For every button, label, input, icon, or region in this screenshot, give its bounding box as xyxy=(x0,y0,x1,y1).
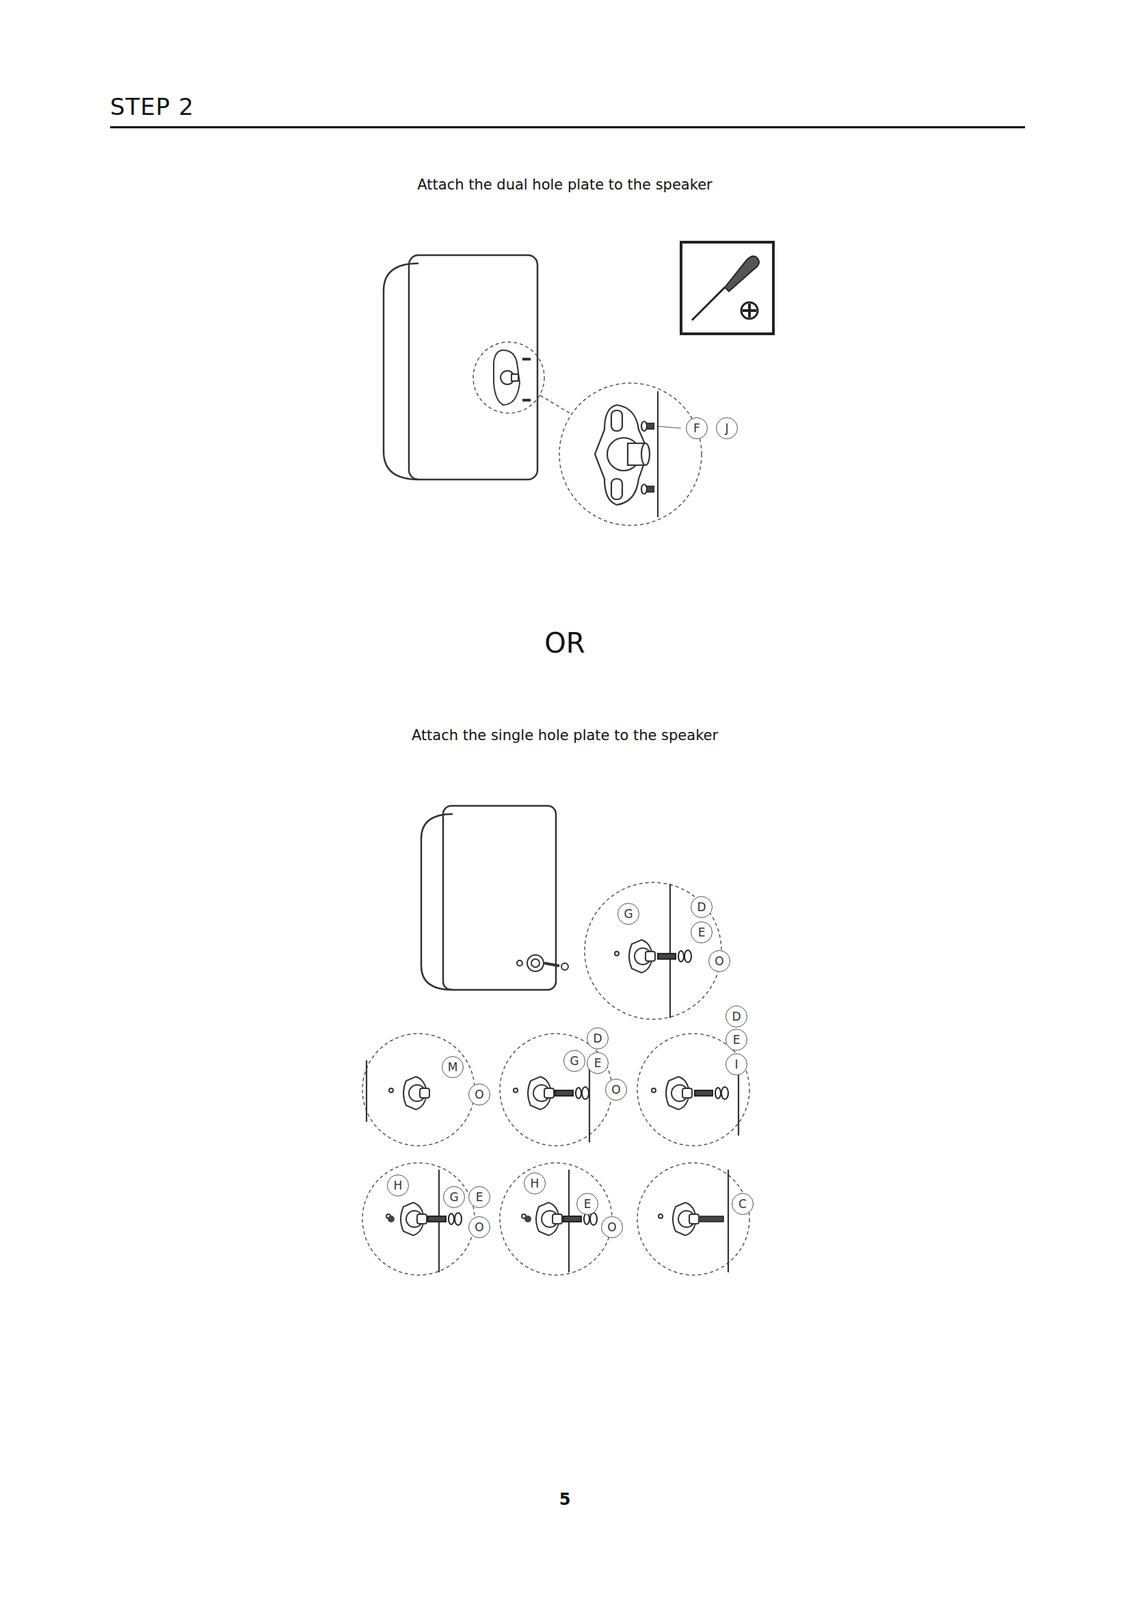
callout-letter: D xyxy=(696,901,706,913)
header-rule xyxy=(110,126,1026,129)
dual-plate-detail xyxy=(594,391,658,517)
dual-plate-small xyxy=(493,350,531,405)
callout-circle: H xyxy=(387,1174,409,1196)
callout-circle: J xyxy=(715,417,738,439)
callout-letter: O xyxy=(474,1088,484,1101)
callout-letter: I xyxy=(734,1058,738,1071)
callout-letter: C xyxy=(738,1198,747,1210)
callout-circle: M xyxy=(441,1055,464,1078)
callout-circle: G xyxy=(617,902,640,925)
nut xyxy=(524,1215,532,1222)
callout-circle: E xyxy=(725,1028,748,1051)
callout-letter: O xyxy=(474,1221,484,1233)
callout-circle: H xyxy=(523,1172,546,1194)
detail-circle xyxy=(559,382,702,526)
callout-letter: O xyxy=(714,955,724,967)
leader-line xyxy=(656,426,682,429)
callout-circle: O xyxy=(601,1215,623,1238)
detail-circle xyxy=(584,882,722,1019)
callout-letter: G xyxy=(623,908,633,920)
callout-circle: D xyxy=(586,1027,609,1049)
page-number: 5 xyxy=(559,1489,571,1509)
callout-letter: H xyxy=(393,1179,403,1192)
callout-letter: E xyxy=(698,926,706,939)
callout-letter: F xyxy=(693,422,701,435)
callout-circle: O xyxy=(468,1083,491,1106)
callout-letter: M xyxy=(447,1061,459,1073)
wall-edges xyxy=(366,1059,739,1272)
wall-edge xyxy=(669,883,671,1018)
detail-circles xyxy=(362,1033,750,1275)
nut xyxy=(387,1215,395,1222)
callout-letter: D xyxy=(592,1032,602,1045)
callout-letter: E xyxy=(594,1057,602,1069)
callout-circle: E xyxy=(690,921,713,943)
callout-circle: E xyxy=(468,1185,491,1208)
callout-circle: O xyxy=(468,1215,491,1238)
callout-letter: G xyxy=(569,1055,579,1067)
callout-circle: G xyxy=(563,1049,586,1072)
callout-letter: J xyxy=(724,422,729,435)
callout-circle: F xyxy=(685,417,708,439)
callout-letter: D xyxy=(731,1010,741,1023)
detail-circle xyxy=(473,341,545,414)
callout-circle: O xyxy=(708,949,731,972)
callout-circle: C xyxy=(731,1192,754,1215)
callout-circle: E xyxy=(576,1192,599,1215)
callout-circle: D xyxy=(690,895,713,918)
callout-letter: O xyxy=(607,1221,617,1233)
callout-letter: E xyxy=(733,1033,741,1046)
callout-circle: O xyxy=(605,1078,628,1101)
detail-link xyxy=(540,395,575,416)
callout-letter: G xyxy=(449,1191,459,1203)
callout-circle: G xyxy=(443,1185,465,1208)
screwdriver-icon xyxy=(681,242,774,334)
callout-letter: E xyxy=(583,1198,592,1210)
callout-circle: I xyxy=(725,1053,748,1075)
callout-letter: H xyxy=(530,1177,540,1190)
speaker xyxy=(421,805,569,990)
callout-letter: O xyxy=(611,1083,621,1096)
speaker xyxy=(383,255,538,480)
instruction-text: Attach the single hole plate to the spea… xyxy=(411,726,718,744)
callout-circle: D xyxy=(725,1005,748,1028)
or-separator: OR xyxy=(544,627,585,659)
step-title: STEP 2 xyxy=(110,92,195,121)
callout-letter: E xyxy=(475,1191,484,1203)
callout-circle: E xyxy=(586,1051,609,1074)
instruction-text: Attach the dual hole plate to the speake… xyxy=(417,176,712,193)
